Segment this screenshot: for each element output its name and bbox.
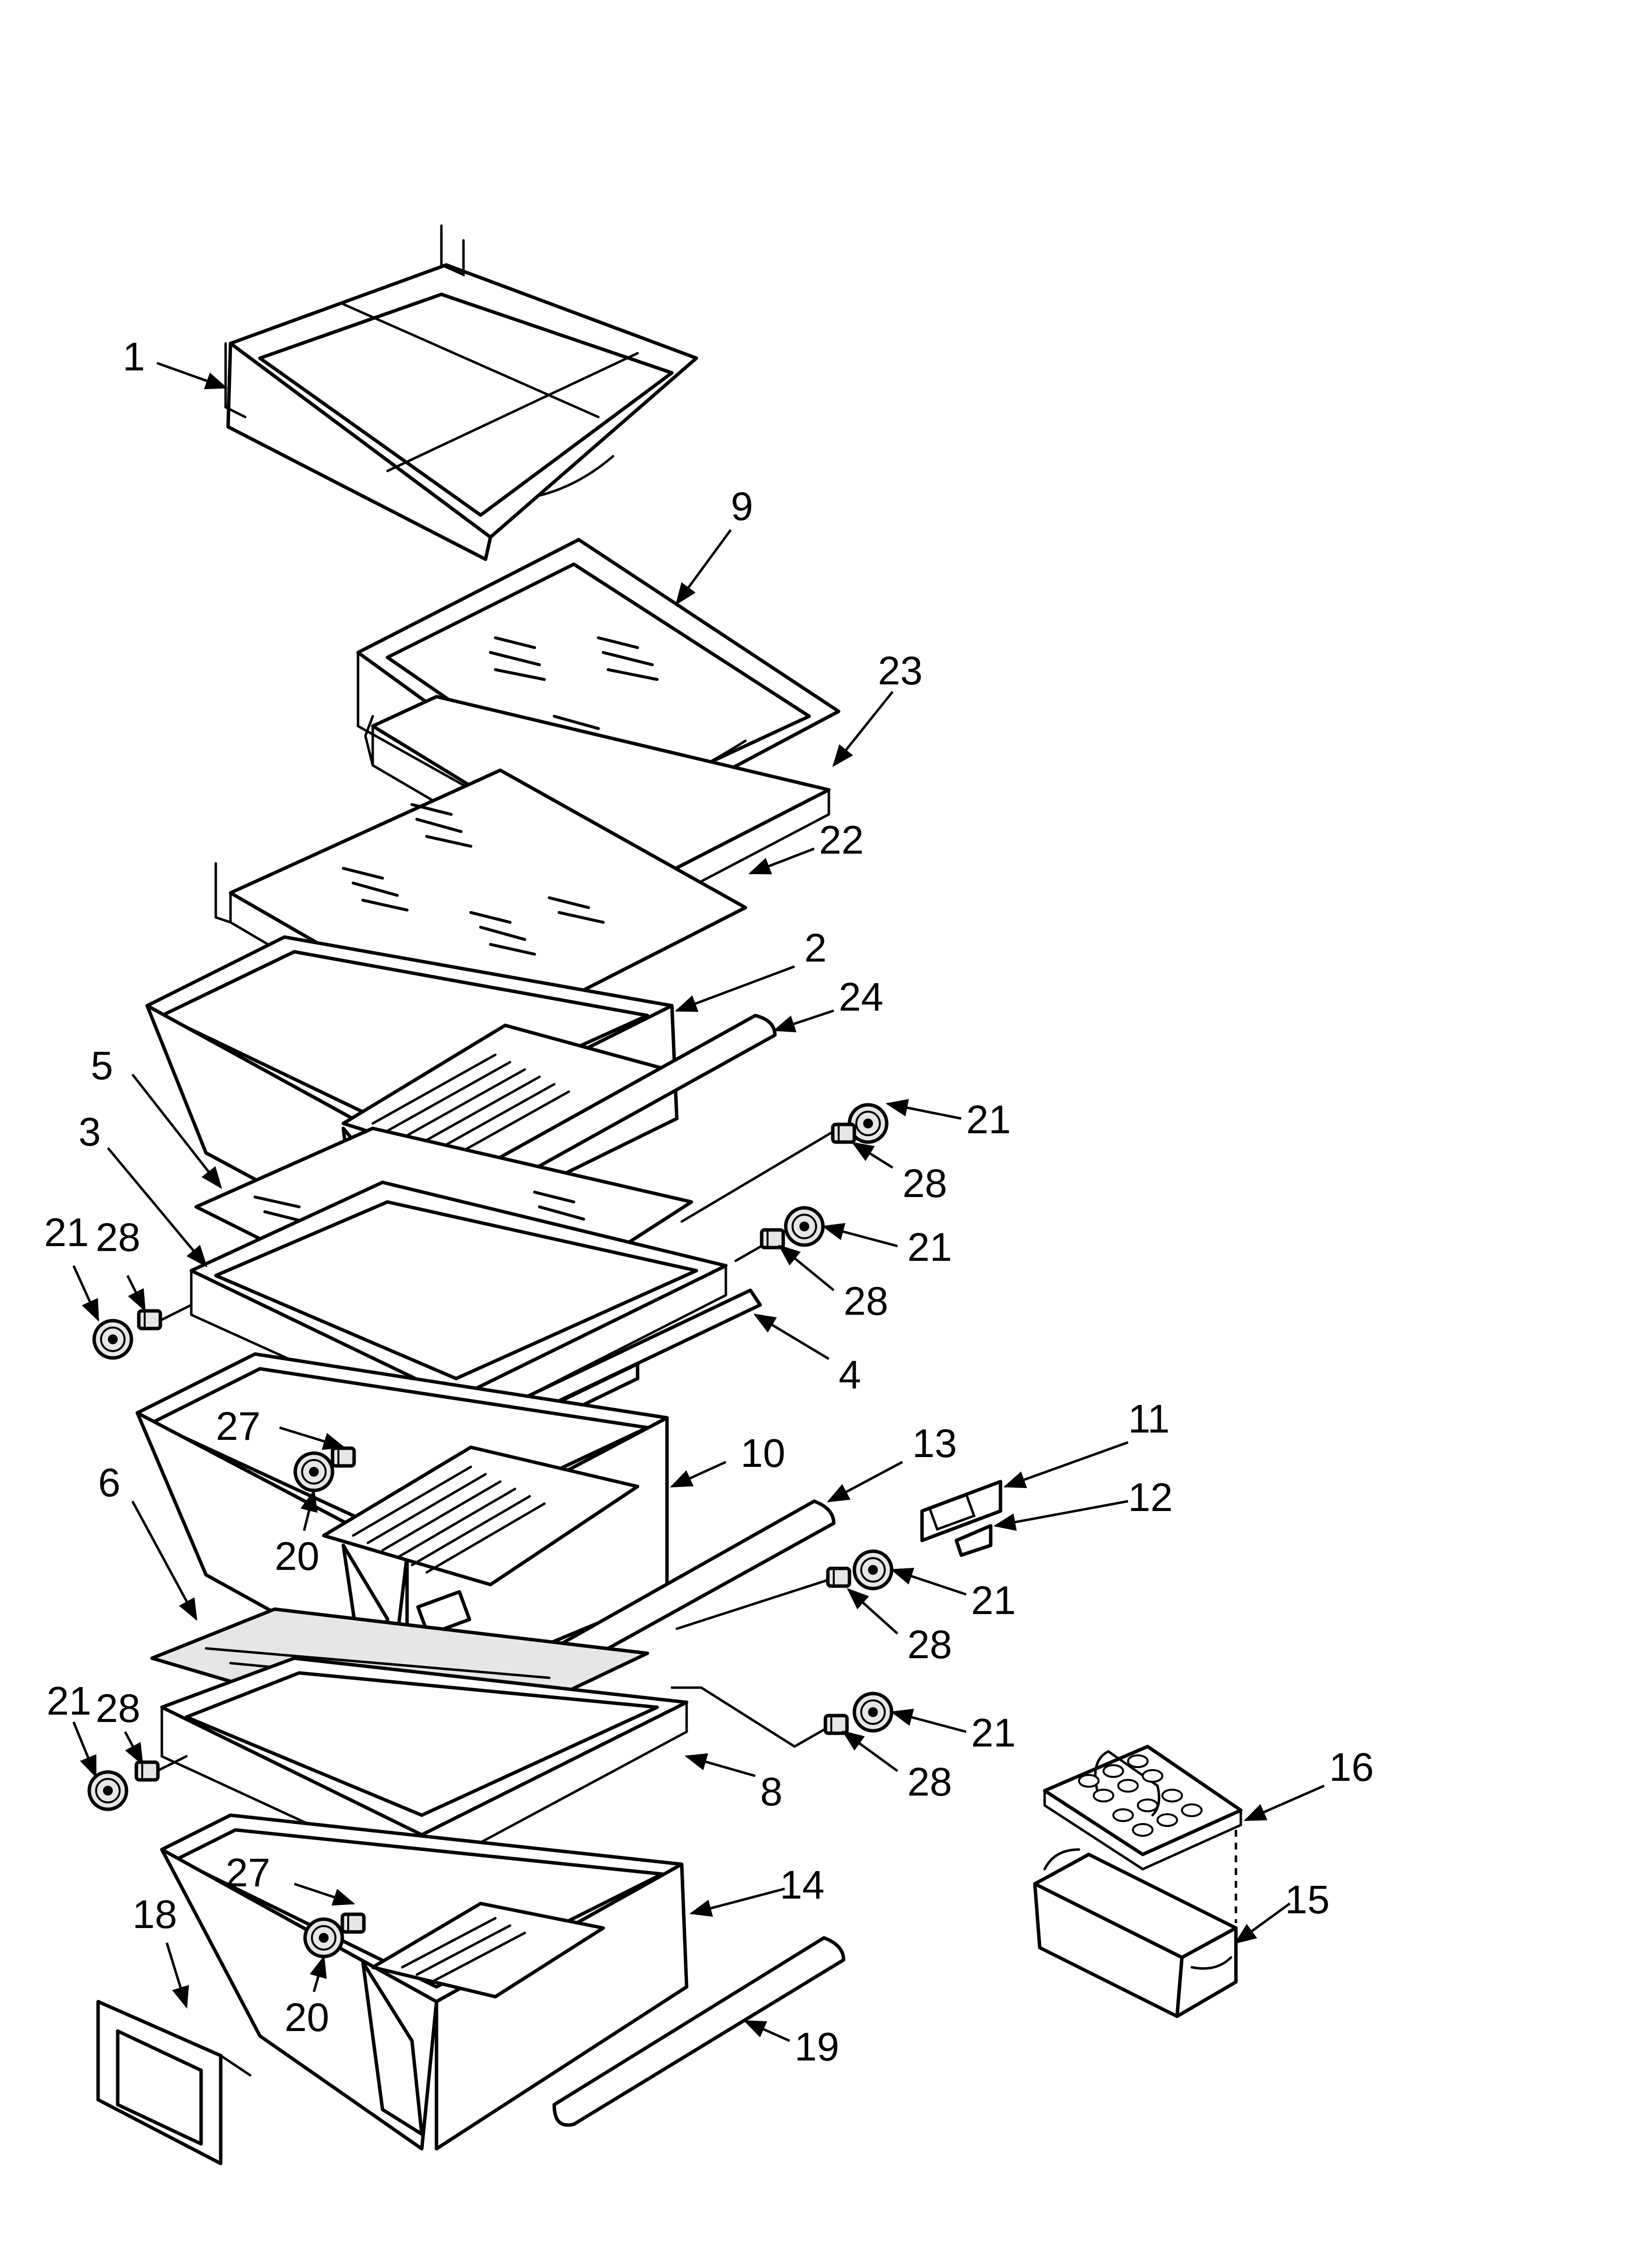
nut-28-b: [762, 1230, 783, 1248]
callout-20-a: 20: [275, 1534, 319, 1579]
callout-23: 23: [878, 649, 923, 693]
nut-28-f: [136, 1762, 158, 1780]
callout-27-a: 27: [216, 1404, 260, 1449]
part-8-crisper-cover-frame: [160, 1656, 689, 1876]
callout-21-d: 21: [971, 1578, 1016, 1623]
callout-21-b: 21: [907, 1225, 952, 1270]
part-3-crisper-cover-frame: [189, 1180, 728, 1434]
callout-2: 2: [804, 926, 827, 970]
callout-5: 5: [91, 1043, 113, 1088]
callout-12: 12: [1128, 1475, 1173, 1520]
callout-28-d: 28: [907, 1622, 952, 1667]
callout-28-c: 28: [96, 1215, 140, 1260]
callout-11: 11: [1128, 1397, 1170, 1441]
callout-28-e: 28: [907, 1760, 952, 1804]
stop-27-b: [342, 1914, 364, 1932]
callout-28-b: 28: [844, 1279, 888, 1324]
roller-hardware: [89, 1105, 892, 1956]
roller-21-b: [786, 1208, 823, 1245]
part-16-egg-tray: [1043, 1745, 1243, 1923]
roller-21-f: [89, 1772, 127, 1809]
callout-14: 14: [780, 1863, 824, 1907]
nut-28-e: [825, 1716, 847, 1733]
callout-10: 10: [741, 1431, 785, 1476]
roller-20-b: [305, 1919, 342, 1956]
callout-8: 8: [760, 1770, 783, 1814]
callout-1: 1: [123, 335, 145, 379]
callout-16: 16: [1329, 1745, 1374, 1790]
callout-3: 3: [78, 1110, 101, 1154]
callout-19: 19: [795, 2025, 839, 2069]
roller-21-d: [854, 1551, 892, 1589]
part-11-bracket: [920, 1480, 1002, 1542]
part-1-slide-frame: [224, 224, 698, 561]
part-15-bin: [1033, 1848, 1238, 2018]
roller-20-a: [295, 1453, 333, 1490]
callout-28-f: 28: [96, 1686, 140, 1731]
callout-21-e: 21: [971, 1711, 1016, 1755]
callout-4: 4: [839, 1353, 861, 1397]
callout-28-a: 28: [902, 1161, 947, 1206]
stop-27-a: [333, 1448, 354, 1466]
callout-13: 13: [912, 1421, 957, 1466]
callout-21-a: 21: [966, 1097, 1011, 1142]
callout-15: 15: [1285, 1877, 1330, 1922]
leader-lines: [72, 362, 1325, 2042]
part-14-deli-drawer: [160, 1813, 689, 2151]
nut-28-d: [828, 1568, 849, 1586]
callout-18: 18: [132, 1892, 177, 1937]
callout-6: 6: [98, 1460, 121, 1505]
part-19-handle: [552, 1936, 846, 2127]
nut-28-c: [139, 1311, 160, 1329]
callout-labels: 1 9 23 22 2 24 21 28 5 3 21 28 21 28 4 2…: [44, 335, 1374, 2069]
roller-21-c: [94, 1321, 131, 1358]
callout-21-c: 21: [44, 1210, 89, 1255]
callout-22: 22: [819, 818, 864, 862]
callout-9: 9: [731, 484, 753, 529]
callout-27-b: 27: [226, 1851, 270, 1895]
callout-20-b: 20: [284, 1995, 329, 2040]
part-18-label-plate: [96, 2000, 252, 2165]
callout-24: 24: [839, 975, 883, 1019]
nut-28-a: [833, 1124, 854, 1142]
roller-21-e: [854, 1694, 892, 1731]
part-12-clip: [954, 1524, 993, 1557]
callout-21-f: 21: [47, 1679, 91, 1723]
